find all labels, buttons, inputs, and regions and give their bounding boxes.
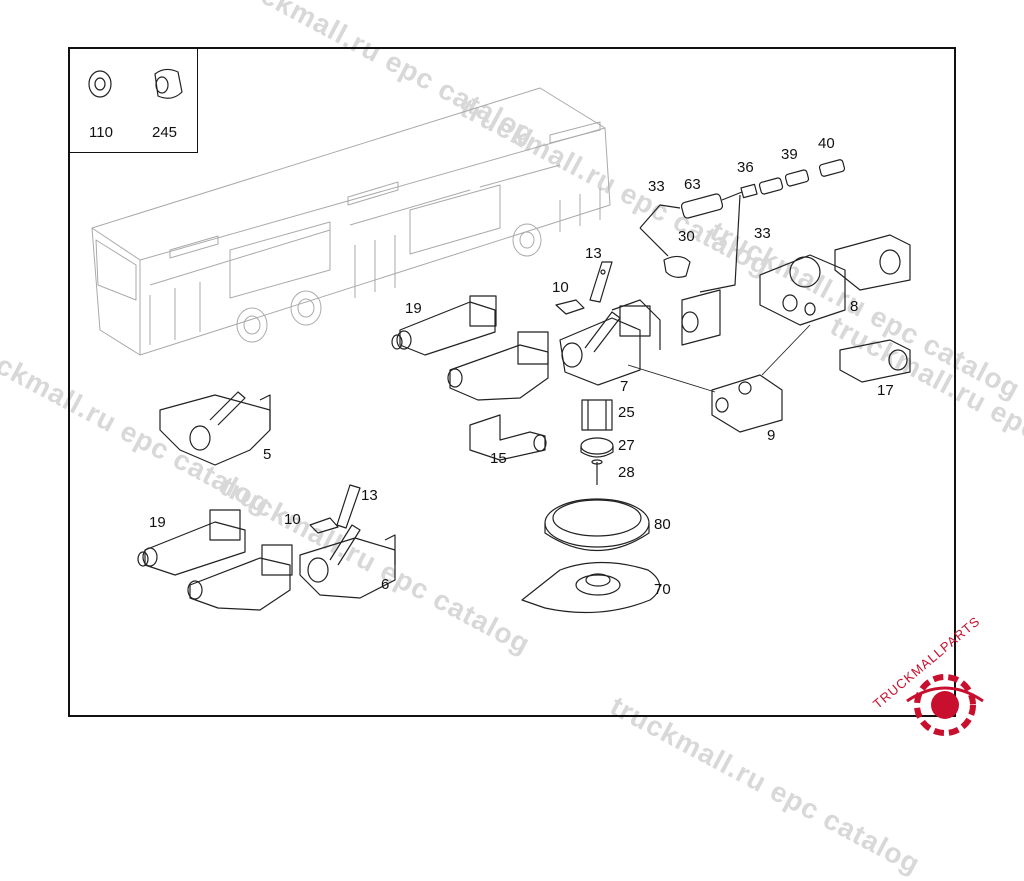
inset-label-110: 110: [89, 124, 113, 141]
bus-outline: [91, 87, 611, 356]
callout-10-lower: 10: [284, 511, 301, 528]
callout-13: 13: [585, 245, 602, 262]
callout-13-lower: 13: [361, 487, 378, 504]
callout-5: 5: [263, 446, 272, 463]
part-13-upper: [589, 261, 613, 303]
valve-body-upper: [447, 331, 549, 401]
callout-19-lower: 19: [149, 514, 166, 531]
inset-box: [68, 47, 198, 153]
part-110-grommet: [88, 70, 112, 98]
part-19-upper: [391, 295, 497, 356]
part-10-lower: [309, 517, 339, 534]
part-19-lower: [137, 509, 246, 576]
callout-63: 63: [684, 176, 701, 193]
callout-70: 70: [654, 581, 671, 598]
callout-33: 33: [648, 178, 665, 195]
callout-30: 30: [678, 228, 695, 245]
part-28-screw: [591, 459, 603, 485]
exploded-parts-drawing: [88, 68, 984, 736]
callout-15: 15: [490, 450, 507, 467]
part-245-grommet: [154, 68, 183, 99]
part-5-assembly: [159, 391, 271, 466]
part-15-block: [469, 414, 547, 461]
part-9-valve: [711, 374, 783, 433]
leader-lines: [627, 324, 811, 393]
callout-10: 10: [552, 279, 569, 296]
truckmall-logo: [906, 674, 984, 736]
part-7-assembly: [559, 289, 721, 386]
drawing-frame: [68, 47, 956, 717]
callout-36: 36: [737, 159, 754, 176]
callout-39: 39: [781, 146, 798, 163]
inset-label-245: 245: [152, 124, 178, 141]
part-27-disc: [580, 437, 614, 458]
callout-25: 25: [618, 404, 635, 421]
part-8-valve: [759, 234, 911, 326]
callout-6: 6: [381, 576, 390, 593]
callout-80: 80: [654, 516, 671, 533]
callout-19: 19: [405, 300, 422, 317]
part-25-clip: [581, 399, 613, 431]
callout-8: 8: [850, 298, 859, 315]
callout-40: 40: [818, 135, 835, 152]
callout-7: 7: [620, 378, 629, 395]
part-70-base: [521, 561, 661, 614]
part-10-upper: [555, 299, 585, 315]
callout-27: 27: [618, 437, 635, 454]
callout-33-lower: 33: [754, 225, 771, 242]
part-17-valve: [839, 339, 911, 383]
part-13-lower: [336, 484, 361, 529]
part-6-assembly: [299, 524, 396, 599]
callout-28: 28: [618, 464, 635, 481]
callout-9: 9: [767, 427, 776, 444]
cable-assembly: [639, 159, 846, 293]
part-80-ring: [544, 498, 650, 551]
callout-17: 17: [877, 382, 894, 399]
valve-body-lower: [187, 544, 293, 611]
